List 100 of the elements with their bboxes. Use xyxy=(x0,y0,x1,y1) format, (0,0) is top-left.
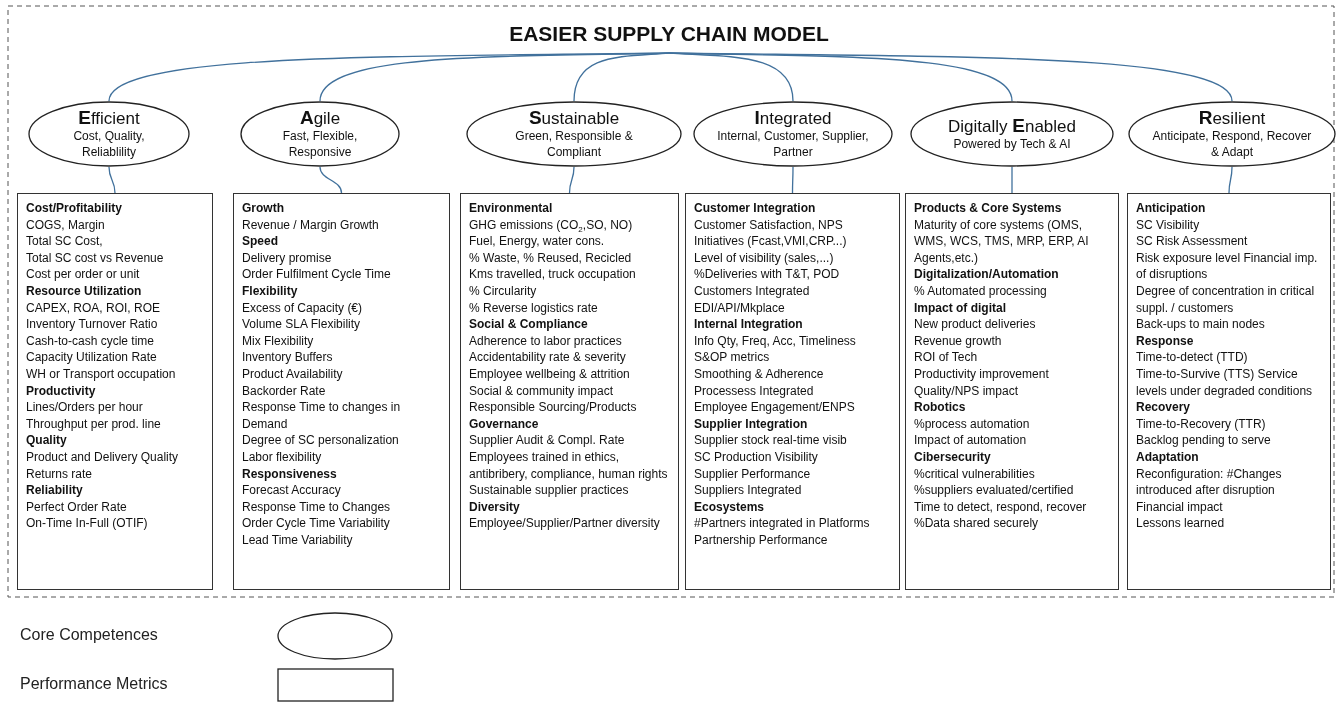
metrics-box xyxy=(233,193,450,590)
competence-name: Sustainable xyxy=(528,108,620,128)
metric-item: Throughput per prod. line xyxy=(26,415,162,433)
metric-item: Perfect Order Rate xyxy=(26,498,128,516)
metric-item: Order Cycle Time Variability xyxy=(242,515,391,532)
metric-item: S&OP metrics xyxy=(694,349,771,366)
metric-item: %critical vulnerabilities xyxy=(914,465,1036,483)
section-heading: Diversity xyxy=(469,498,521,516)
section-heading: Cost/Profitability xyxy=(26,200,123,217)
metric-item: %suppliers evaluated/certified xyxy=(914,482,1075,499)
metric-item: % Automated processing xyxy=(914,282,1048,300)
legend-label: Performance Metrics xyxy=(20,675,168,693)
section-heading: Reliability xyxy=(26,482,84,499)
section-heading: Speed xyxy=(242,233,279,250)
section-heading: Robotics xyxy=(914,399,967,416)
metric-item: Capacity Utilization Rate xyxy=(26,349,158,366)
metric-item: Customer Satisfaction, NPS xyxy=(694,216,844,234)
metrics-box xyxy=(905,193,1119,590)
connector-line xyxy=(319,52,670,102)
connector-line xyxy=(108,166,116,194)
metric-item: Product Availability xyxy=(242,365,344,383)
metric-item: Reconfiguration: #Changes introduced after disruption xyxy=(1136,465,1283,499)
metric-item: Lead Time Variability xyxy=(242,531,354,549)
metric-item: Delivery promise xyxy=(242,249,333,267)
metric-item: Risk exposure level Financial imp. of disruptions xyxy=(1136,249,1319,283)
metric-item: Excess of Capacity (€) xyxy=(242,299,364,317)
competence-description: Cost, Quality, Reliablility xyxy=(72,128,146,160)
connector-line xyxy=(791,166,794,194)
metric-item: Time-to-Recovery (TTR) xyxy=(1136,415,1267,433)
metric-item: Sustainable supplier practices xyxy=(469,482,630,499)
competence-name: Integrated xyxy=(754,108,832,128)
metric-item: Level of visibility (sales,...) xyxy=(694,249,835,267)
metric-item: Fuel, Energy, water cons. xyxy=(469,233,606,250)
metric-item: On-Time In-Full (OTIF) xyxy=(26,515,149,532)
metric-item: % Reverse logistics rate xyxy=(469,299,599,317)
section-heading: Growth xyxy=(242,200,285,217)
section-heading: Customer Integration xyxy=(694,200,817,217)
metric-item: EDI/API/Mkplace xyxy=(694,299,786,317)
metric-item: Supplier Audit & Compl. Rate xyxy=(469,432,626,449)
competence-description: Fast, Flexible, Responsive xyxy=(281,128,359,160)
metric-item: Partnership Performance xyxy=(694,531,829,549)
metric-item: Employee wellbeing & attrition xyxy=(469,365,631,383)
metric-item: Time to detect, respond, recover xyxy=(914,498,1088,516)
metric-item: Lines/Orders per hour xyxy=(26,399,144,416)
connector-line xyxy=(668,52,1233,102)
section-heading: Social & Compliance xyxy=(469,316,589,333)
metric-item: ROI of Tech xyxy=(914,349,979,366)
metric-item: Suppliers Integrated xyxy=(694,482,803,499)
section-heading: Anticipation xyxy=(1136,200,1207,217)
connector-line xyxy=(319,166,343,194)
metric-item: Impact of automation xyxy=(914,432,1028,449)
competence-name: Resilient xyxy=(1198,108,1266,128)
section-heading: Environmental xyxy=(469,200,554,217)
metric-item: Total SC cost vs Revenue xyxy=(26,249,165,267)
title-text: EASIER SUPPLY CHAIN MODEL xyxy=(509,22,829,45)
metric-item: Accidentability rate & severity xyxy=(469,349,627,366)
section-heading: Cibersecurity xyxy=(914,448,992,466)
metric-item: SC Production Visibility xyxy=(694,448,819,466)
metric-item: Back-ups to main nodes xyxy=(1136,316,1266,333)
metric-item: WH or Transport occupation xyxy=(26,365,177,383)
metric-item: Productivity improvement xyxy=(914,365,1050,383)
metric-item: Mix Flexibility xyxy=(242,332,315,350)
metric-item: Time-to-Survive (TTS) Service levels under degraded conditions xyxy=(1136,365,1314,400)
section-heading: Adaptation xyxy=(1136,448,1200,466)
connector-line xyxy=(1011,166,1013,194)
metric-item: Degree of concentration in critical suppl. / customers xyxy=(1136,282,1316,317)
metric-item: SC Risk Assessment xyxy=(1136,233,1249,250)
section-heading: Products & Core Systems xyxy=(914,200,1063,217)
metric-item: Initiatives (Fcast,VMI,CRP...) xyxy=(694,233,848,250)
metric-item: Responsible Sourcing/Products xyxy=(469,399,638,416)
metric-item: #Partners integrated in Platforms xyxy=(694,515,871,532)
competence-name: Digitally Enabled xyxy=(948,116,1076,136)
metric-item: Volume SLA Flexibility xyxy=(242,316,362,333)
metric-item: Backorder Rate xyxy=(242,382,327,400)
metric-item: Employee/Supplier/Partner diversity xyxy=(469,515,661,532)
metric-item: New product deliveries xyxy=(914,316,1037,333)
section-heading: Resource Utilization xyxy=(26,282,143,300)
metric-item: COGS, Margin xyxy=(26,216,106,234)
competence-description: Anticipate, Respond, Recover & Adapt xyxy=(1151,128,1313,160)
metric-item: GHG emissions (CO$_{2}$,SO, NO) xyxy=(469,216,634,234)
metric-item: Degree of SC personalization xyxy=(242,432,400,449)
metric-item: Total SC Cost, xyxy=(26,233,104,250)
metric-item: SC Visibility xyxy=(1136,216,1201,234)
connector-line xyxy=(568,166,575,194)
metric-item: Time-to-detect (TTD) xyxy=(1136,349,1249,366)
section-heading: Response xyxy=(1136,332,1195,350)
connector-line xyxy=(573,52,670,102)
metric-item: Customers Integrated xyxy=(694,282,811,300)
metric-item: Product and Delivery Quality xyxy=(26,448,180,466)
section-heading: Ecosystems xyxy=(694,498,766,516)
metric-item: Response Time to Changes xyxy=(242,498,392,516)
competence-description: Internal, Customer, Supplier, Partner xyxy=(716,128,870,160)
section-heading: Digitalization/Automation xyxy=(914,266,1060,283)
section-heading: Governance xyxy=(469,415,540,433)
metrics-box xyxy=(460,193,679,590)
metric-item: Order Fulfilment Cycle Time xyxy=(242,266,392,283)
metrics-box xyxy=(685,193,900,590)
metric-item: Forecast Accuracy xyxy=(242,482,342,499)
metric-item: Cost per order or unit xyxy=(26,266,141,283)
metric-item: Kms travelled, truck occupation xyxy=(469,266,637,283)
